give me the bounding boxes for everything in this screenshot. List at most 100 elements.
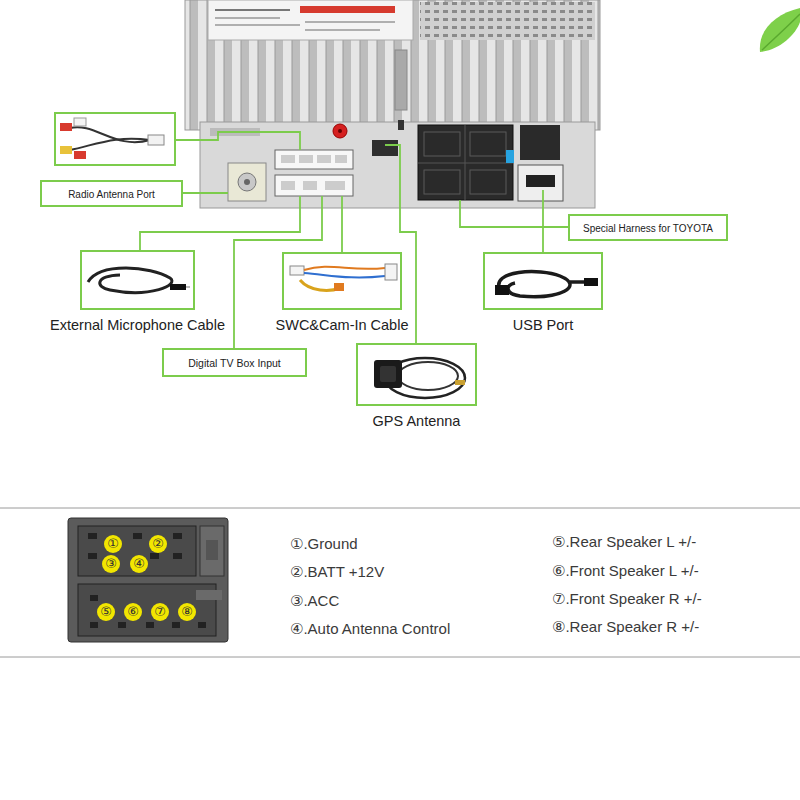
leaf-decoration (762, 14, 800, 50)
iso-connector-drawing (68, 518, 228, 642)
rca-cable-picture (55, 113, 175, 165)
swc-cable-picture (304, 273, 385, 278)
iso-connector-drawing (206, 540, 218, 560)
divider-line (0, 508, 800, 509)
swc-cable-picture (290, 266, 304, 275)
pin-description: ④.Auto Antenna Control (290, 620, 450, 638)
unit-chassis (215, 9, 290, 11)
pin-number: ① (104, 535, 122, 553)
iso-connector-drawing (78, 526, 196, 576)
picture-caption: SWC&Cam-In Cable (276, 317, 409, 333)
white-connectors (275, 175, 353, 196)
iso-connector-drawing (173, 553, 182, 559)
callout-box: Special Harness for TOYOTA (568, 214, 728, 241)
iso-connector-block (424, 170, 460, 194)
callout-text: Radio Antenna Port (42, 188, 181, 199)
rca-cable-picture (74, 151, 86, 159)
usb-cable-picture (570, 280, 584, 284)
pin-number: ⑦ (151, 603, 169, 621)
unit-chassis (420, 2, 595, 40)
swc-cable-picture (304, 267, 385, 270)
unit-chassis (305, 29, 380, 31)
rca-cable-picture (60, 123, 72, 131)
unit-chassis (185, 0, 600, 130)
pin-description: ⑧.Rear Speaker R +/- (552, 618, 699, 636)
iso-connector-drawing (78, 584, 216, 636)
unit-chassis (208, 0, 413, 40)
gps-connector (338, 129, 342, 133)
pin-description: ⑤.Rear Speaker L +/- (552, 533, 696, 551)
leader-line (183, 192, 228, 194)
callout-box: Digital TV Box Input (162, 348, 307, 377)
antenna-port (228, 163, 266, 201)
usb-cable-picture (499, 272, 570, 297)
iso-connector-block (520, 125, 560, 160)
iso-connector-drawing (172, 622, 180, 628)
pin-number: ④ (130, 555, 148, 573)
gps-antenna-picture (455, 380, 465, 385)
microphone-cable-picture (88, 268, 172, 293)
white-connectors (325, 181, 345, 190)
iso-connector-drawing (146, 622, 154, 628)
iso-connector-drawing (68, 518, 228, 642)
unit-chassis (300, 6, 395, 13)
gps-connector (333, 124, 347, 138)
iso-connector-drawing (88, 533, 97, 539)
callout-text: Special Harness for TOYOTA (570, 222, 726, 233)
pin-number: ⑧ (178, 603, 196, 621)
iso-connector-block (418, 125, 513, 200)
swc-cable-picture (334, 283, 344, 291)
unit-chassis (200, 122, 595, 208)
microphone-cable-picture (170, 284, 186, 290)
usb-socket (526, 175, 555, 187)
microphone-cable-picture (88, 268, 190, 293)
leader-line (385, 145, 416, 343)
unit-chassis (215, 17, 280, 19)
rca-cable-picture (70, 139, 150, 150)
white-connectors (299, 155, 313, 163)
pin-description: ③.ACC (290, 592, 339, 610)
white-connectors (281, 181, 295, 190)
picture-caption: GPS Antenna (373, 413, 461, 429)
microphone-cable-picture (186, 286, 190, 288)
white-connectors (275, 150, 353, 196)
picture-callout-box: External Microphone Cable (80, 250, 195, 310)
usb-cable-picture (584, 278, 598, 286)
picture-callout-box: GPS Antenna (356, 343, 477, 406)
white-connectors (281, 155, 295, 163)
camera-connector (398, 120, 404, 130)
iso-connector-drawing (90, 622, 98, 628)
pin-number: ② (149, 535, 167, 553)
white-connectors (303, 181, 317, 190)
white-connectors (275, 150, 353, 169)
callout-text: Digital TV Box Input (164, 357, 305, 369)
gps-antenna-picture (398, 362, 458, 390)
usb-socket (518, 165, 563, 201)
iso-connector-drawing (198, 622, 206, 628)
antenna-port (244, 179, 250, 185)
gps-connector (333, 124, 347, 138)
usb-cable-picture (495, 285, 509, 295)
usb-cable-picture (495, 272, 598, 297)
pin-number: ⑤ (97, 603, 115, 621)
iso-connector-drawing (90, 595, 98, 601)
leaf-decoration (760, 8, 800, 52)
rca-cable-picture (60, 146, 72, 154)
divider-line (0, 508, 800, 657)
pin-description: ①.Ground (290, 535, 358, 553)
rca-cable-picture (148, 135, 164, 145)
gps-antenna-picture (380, 366, 396, 382)
pin-description: ⑥.Front Speaker L +/- (552, 562, 699, 580)
iso-connector-drawing (196, 590, 222, 600)
rca-cable-picture (55, 113, 175, 165)
leader-line (460, 200, 568, 227)
iso-connector-drawing (118, 622, 126, 628)
picture-caption: USB Port (513, 317, 573, 333)
pin-number: ③ (102, 555, 120, 573)
unit-chassis (215, 24, 300, 26)
iso-connector-block (506, 150, 514, 163)
leader-line (140, 196, 300, 250)
